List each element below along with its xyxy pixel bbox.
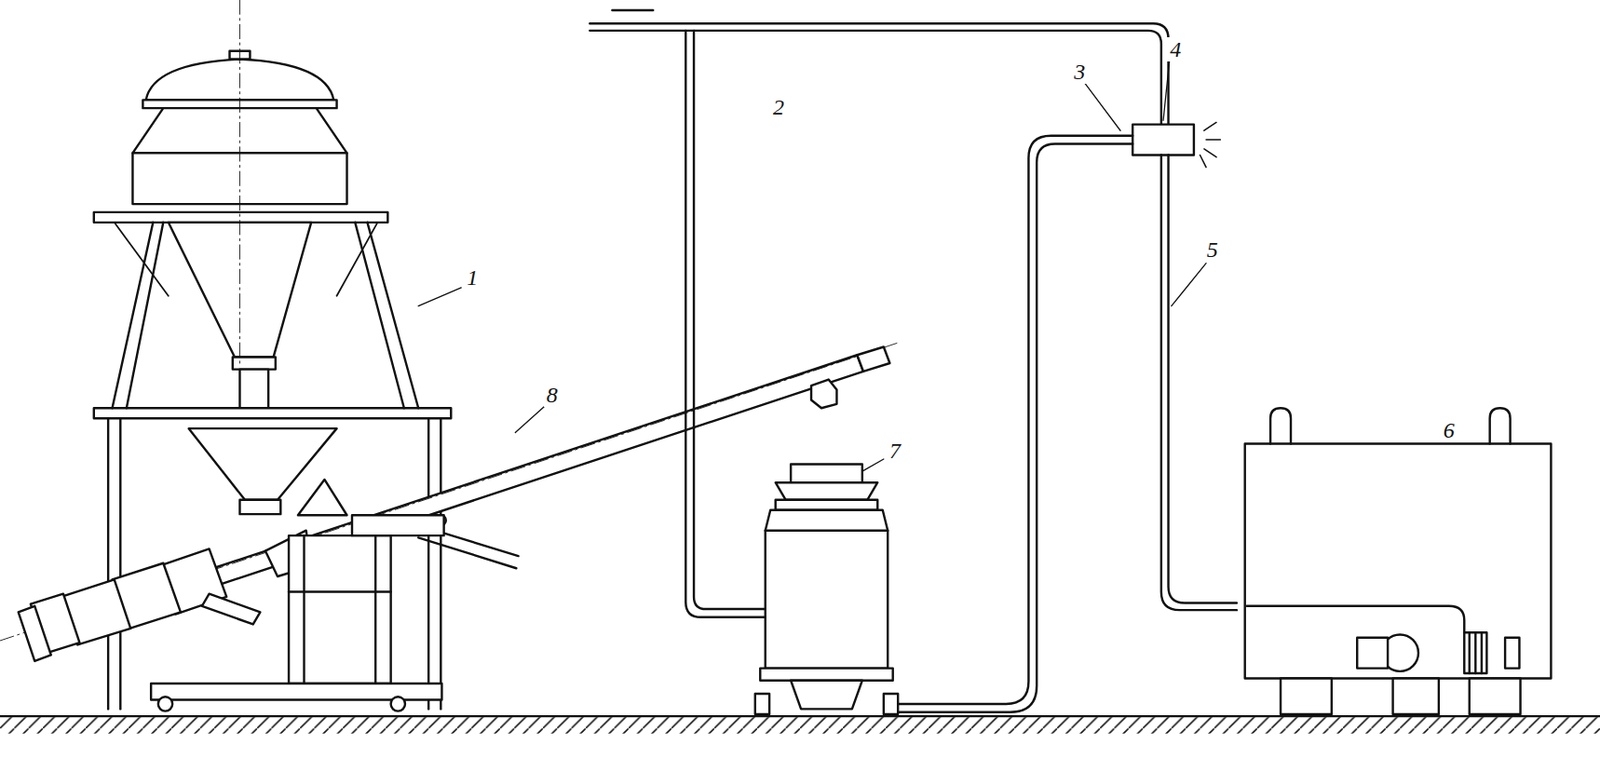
callout-number: 3 xyxy=(1071,59,1088,84)
cart xyxy=(150,479,444,712)
return-pipe xyxy=(1161,155,1237,611)
callout-number: 7 xyxy=(886,438,904,463)
callout-number: 8 xyxy=(543,382,561,407)
callout-number: 6 xyxy=(1440,418,1458,443)
callout-number: 1 xyxy=(463,265,481,290)
callout-number: 2 xyxy=(770,94,787,120)
callout-number: 5 xyxy=(1204,237,1221,262)
delivery-pipe xyxy=(887,135,1133,713)
separator-box xyxy=(1132,122,1221,167)
pump xyxy=(755,463,898,714)
tank xyxy=(1245,407,1552,715)
silo xyxy=(94,0,451,709)
callout-number: 4 xyxy=(1166,37,1184,62)
leader-lines xyxy=(418,61,1207,472)
ground xyxy=(0,716,1600,734)
screw-conveyor xyxy=(0,342,898,662)
